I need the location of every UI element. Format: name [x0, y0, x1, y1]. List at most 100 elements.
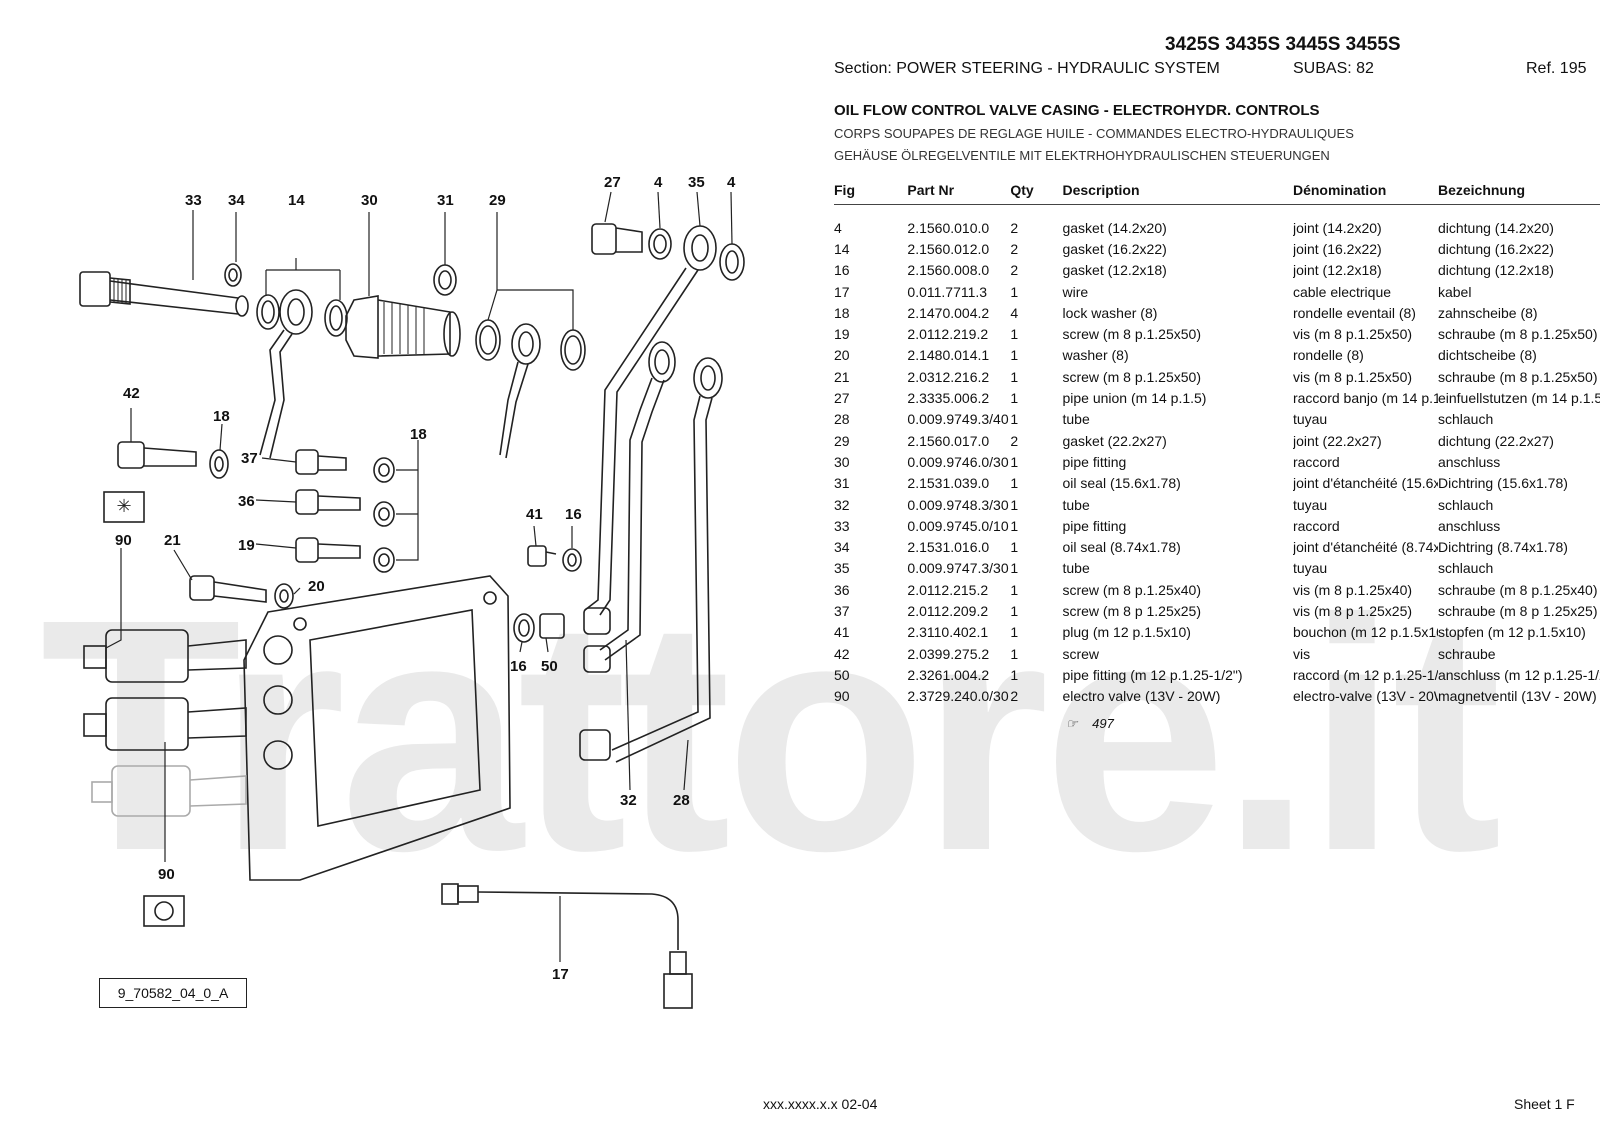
- callout-37: 37: [241, 450, 258, 467]
- column-header-bezeichnung: Bezeichnung: [1437, 176, 1600, 205]
- callout-16b: 16: [510, 658, 527, 675]
- cell-qty: 2: [1010, 219, 1019, 236]
- cell-denomination: raccord (m 12 p.1.25-1/2"): [1292, 666, 1438, 683]
- cell-qty: 1: [1010, 390, 1019, 407]
- cell-fig: 31: [834, 475, 850, 492]
- cell-qty: 2: [1010, 688, 1019, 705]
- callout-36: 36: [238, 493, 255, 510]
- cell-part-nr: 0.009.9747.3/30: [907, 560, 1009, 577]
- title-french: CORPS SOUPAPES DE REGLAGE HUILE - COMMAN…: [834, 126, 1354, 141]
- callout-41: 41: [526, 506, 543, 523]
- cell-denomination: cable electrique: [1292, 283, 1392, 300]
- cell-description: plug (m 12 p.1.5x10): [1062, 624, 1191, 641]
- model-list: 3425S 3435S 3445S 3455S: [1165, 34, 1401, 55]
- callout-19: 19: [238, 537, 255, 554]
- cell-part-nr: 2.1560.017.0: [907, 432, 990, 449]
- callout-17: 17: [552, 966, 569, 983]
- callout-4a: 4: [654, 174, 663, 191]
- cell-qty: 1: [1010, 581, 1019, 598]
- cell-part-nr: 2.1560.008.0: [907, 262, 990, 279]
- section-label: Section: POWER STEERING - HYDRAULIC SYST…: [834, 60, 1220, 77]
- pointing-hand-icon: ☞: [1066, 716, 1078, 731]
- parts-table: Fig Part Nr Qty Description Dénomination…: [834, 176, 1600, 707]
- sheet-number: Sheet 1 F: [1514, 1096, 1575, 1112]
- cell-part-nr: 2.0112.219.2: [907, 326, 989, 343]
- cell-bezeichnung: kabel: [1437, 283, 1472, 300]
- column-header-description: Description: [1062, 176, 1293, 205]
- cell-bezeichnung: einfuellstutzen (m 14 p.1.5): [1437, 390, 1600, 407]
- callout-30: 30: [361, 192, 378, 209]
- cell-description: washer (8): [1062, 347, 1129, 364]
- cell-denomination: joint (12.2x18): [1292, 262, 1382, 279]
- cell-denomination: raccord: [1292, 453, 1340, 470]
- callout-50: 50: [541, 658, 558, 675]
- cell-description: pipe fitting (m 12 p.1.25-1/2"): [1062, 666, 1243, 683]
- cell-bezeichnung: Dichtring (15.6x1.78): [1437, 475, 1568, 492]
- title-german: GEHÄUSE ÖLREGELVENTILE MIT ELEKTRHOHYDRA…: [834, 148, 1330, 163]
- cell-part-nr: 2.3729.240.0/30: [907, 688, 1009, 705]
- watermark: Trattore.it: [40, 550, 1502, 919]
- cell-fig: 20: [834, 347, 850, 364]
- cell-fig: 36: [834, 581, 850, 598]
- cell-part-nr: 2.1560.012.0: [907, 240, 990, 257]
- cell-qty: 1: [1010, 411, 1019, 428]
- callout-14: 14: [288, 192, 305, 209]
- cell-fig: 90: [834, 688, 850, 705]
- cell-fig: 29: [834, 432, 850, 449]
- cell-fig: 32: [834, 496, 850, 513]
- cell-bezeichnung: anschluss (m 12 p.1.25-1/2"): [1437, 666, 1600, 683]
- cross-reference-note: ☞ 497: [1066, 716, 1114, 732]
- cell-fig: 41: [834, 624, 850, 641]
- cell-denomination: raccord banjo (m 14 p.1.5): [1292, 390, 1438, 407]
- cell-description: screw (m 8 p.1.25x50): [1062, 368, 1201, 385]
- cell-fig: 37: [834, 602, 850, 619]
- cell-part-nr: 2.1560.010.0: [907, 219, 990, 236]
- cell-fig: 30: [834, 453, 850, 470]
- cell-part-nr: 2.0399.275.2: [907, 645, 990, 662]
- cell-description: screw: [1062, 645, 1100, 662]
- cell-fig: 34: [834, 539, 850, 556]
- cell-qty: 1: [1010, 539, 1019, 556]
- cell-denomination: vis: [1292, 645, 1311, 662]
- cell-fig: 42: [834, 645, 850, 662]
- cell-qty: 1: [1010, 347, 1019, 364]
- cell-denomination: vis (m 8 p 1.25x25): [1292, 602, 1413, 619]
- cell-qty: 1: [1010, 368, 1019, 385]
- cell-denomination: rondelle (8): [1292, 347, 1364, 364]
- cell-denomination: electro-valve (13V - 20W): [1292, 688, 1438, 705]
- cell-qty: 1: [1010, 624, 1019, 641]
- cell-part-nr: 2.3261.004.2: [907, 666, 990, 683]
- cell-denomination: joint d'étanchéité (15.6x1.78): [1292, 475, 1438, 492]
- cell-description: gasket (12.2x18): [1062, 262, 1167, 279]
- cell-denomination: joint d'étanchéité (8.74x1.78): [1292, 539, 1438, 556]
- cell-bezeichnung: dichtscheibe (8): [1437, 347, 1537, 364]
- cross-reference-number: 497: [1092, 716, 1114, 731]
- cell-denomination: vis (m 8 p.1.25x40): [1292, 581, 1413, 598]
- cell-denomination: vis (m 8 p.1.25x50): [1292, 368, 1413, 385]
- cell-denomination: joint (22.2x27): [1292, 432, 1382, 449]
- callout-42: 42: [123, 385, 140, 402]
- cell-description: gasket (14.2x20): [1062, 219, 1167, 236]
- callout-90b: 90: [158, 866, 175, 883]
- callout-33: 33: [185, 192, 202, 209]
- callout-32: 32: [620, 792, 637, 809]
- cell-bezeichnung: schraube (m 8 p 1.25x25): [1437, 602, 1598, 619]
- cell-part-nr: 2.3335.006.2: [907, 390, 990, 407]
- callout-28: 28: [673, 792, 690, 809]
- cell-description: wire: [1062, 283, 1089, 300]
- cell-description: pipe fitting: [1062, 517, 1127, 534]
- cell-bezeichnung: anschluss: [1437, 453, 1501, 470]
- cell-denomination: raccord: [1292, 517, 1340, 534]
- column-header-denomination: Dénomination: [1292, 176, 1438, 205]
- callout-35: 35: [688, 174, 705, 191]
- cell-bezeichnung: schlauch: [1437, 496, 1494, 513]
- callout-16a: 16: [565, 506, 582, 523]
